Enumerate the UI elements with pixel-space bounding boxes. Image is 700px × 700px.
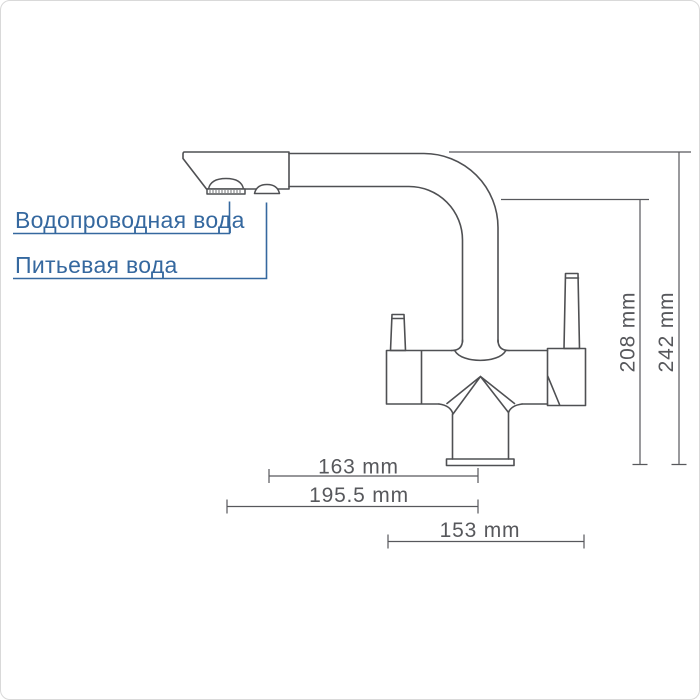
dimension-163-label: 163 mm [318,456,399,479]
tap-water-leader [13,201,231,235]
dimension-153 [387,534,585,549]
faucet-outline [182,151,587,467]
drinking-water-leader [13,202,268,280]
dimension-195-label: 195.5 mm [309,484,409,507]
base-neck [451,411,510,460]
dimension-242 [671,152,687,466]
right-handle [563,272,581,350]
dimension-242-label: 242 mm [655,292,678,373]
dimension-lines [226,151,691,549]
drinking-water-label: Питьевая вода [15,252,178,278]
tap-water-label: Водопроводная вода [15,207,245,233]
dimension-163 [268,468,479,483]
spout-arm-inner [288,185,464,343]
left-handle [389,313,407,352]
aerator-outlet [207,177,245,190]
spout-head [182,151,290,190]
base-cone [438,375,523,415]
dimension-208 [632,199,648,466]
base-flange [445,458,515,467]
dimension-208-label: 208 mm [617,292,640,373]
aerator-base [206,188,246,195]
spout-arm-outer [288,152,499,343]
pipe-body-junction [450,339,510,362]
dimension-153-label: 153 mm [440,519,521,542]
body-right-cap [546,347,587,407]
dimension-195 [226,499,479,514]
faucet-body [385,349,549,405]
aerator-hatch [209,190,241,193]
label-leaders [13,201,268,280]
drinking-water-outlet [253,183,281,195]
